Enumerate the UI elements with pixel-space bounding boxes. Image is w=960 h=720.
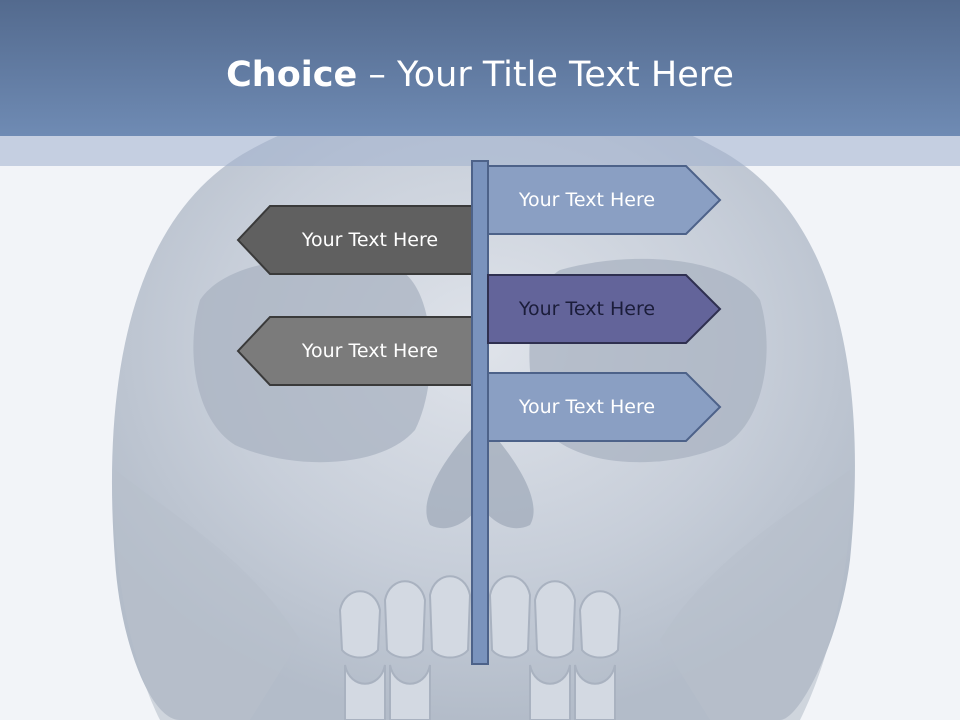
skull-teeth bbox=[338, 575, 622, 720]
title-rest: Your Title Text Here bbox=[397, 55, 734, 95]
sign-right-1-arrow[interactable] bbox=[487, 165, 722, 235]
skull-right-cheek bbox=[660, 470, 851, 720]
slide-title[interactable]: Choice – Your Title Text Here bbox=[0, 52, 960, 98]
sign-right-2-arrow[interactable] bbox=[487, 274, 722, 344]
sign-left-1-label: Your Text Here bbox=[301, 229, 439, 251]
skull-left-cheek bbox=[114, 470, 300, 720]
sign-left-2-label: Your Text Here bbox=[301, 340, 439, 362]
sign-right-1-label: Your Text Here bbox=[518, 189, 656, 211]
sign-right-3-label: Your Text Here bbox=[518, 396, 656, 418]
title-separator: – bbox=[357, 55, 397, 95]
title-bar bbox=[0, 0, 960, 136]
sign-right-2-label: Your Text Here bbox=[518, 298, 656, 320]
title-emphasis: Choice bbox=[226, 55, 358, 95]
sign-right-3-arrow[interactable] bbox=[487, 372, 722, 442]
signpost-pole bbox=[471, 160, 489, 665]
